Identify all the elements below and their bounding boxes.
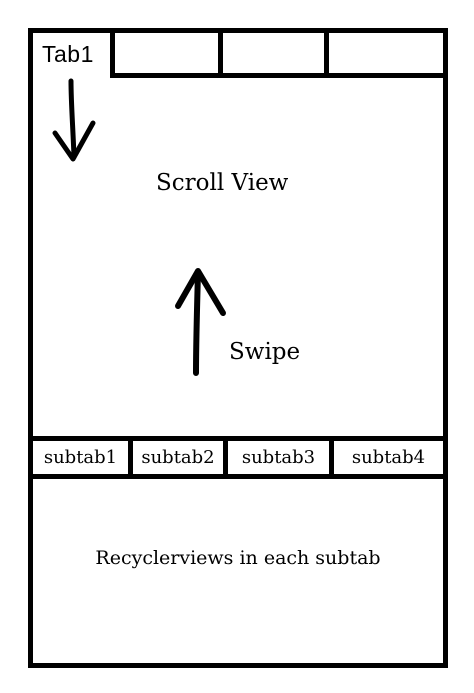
up-arrow-icon	[175, 268, 226, 376]
tab-3[interactable]	[218, 33, 326, 78]
recyclerview-label: Recyclerviews in each subtab	[95, 547, 381, 569]
scroll-view-arrows	[52, 78, 226, 376]
subtab-4[interactable]: subtab4	[329, 441, 443, 474]
down-arrow-icon	[52, 78, 96, 162]
scroll-view-label: Scroll View	[156, 170, 289, 196]
tab-1-label: Tab1	[42, 41, 94, 67]
subtab-bar: subtab1 subtab2 subtab3 subtab4	[33, 436, 443, 479]
tab-1[interactable]: Tab1	[33, 33, 110, 78]
recyclerview-area[interactable]: Recyclerviews in each subtab	[33, 479, 443, 663]
swipe-label: Swipe	[229, 339, 301, 365]
top-tab-bar: Tab1	[33, 33, 443, 78]
tab-4[interactable]	[324, 33, 443, 78]
phone-screen-frame: Tab1 Scroll View Swipe subtab1 subtab2 s…	[28, 28, 448, 668]
subtab-1[interactable]: subtab1	[43, 447, 118, 468]
subtab-3[interactable]: subtab3	[223, 441, 329, 474]
subtab-2[interactable]: subtab2	[128, 441, 223, 474]
tab-2[interactable]	[110, 33, 220, 78]
